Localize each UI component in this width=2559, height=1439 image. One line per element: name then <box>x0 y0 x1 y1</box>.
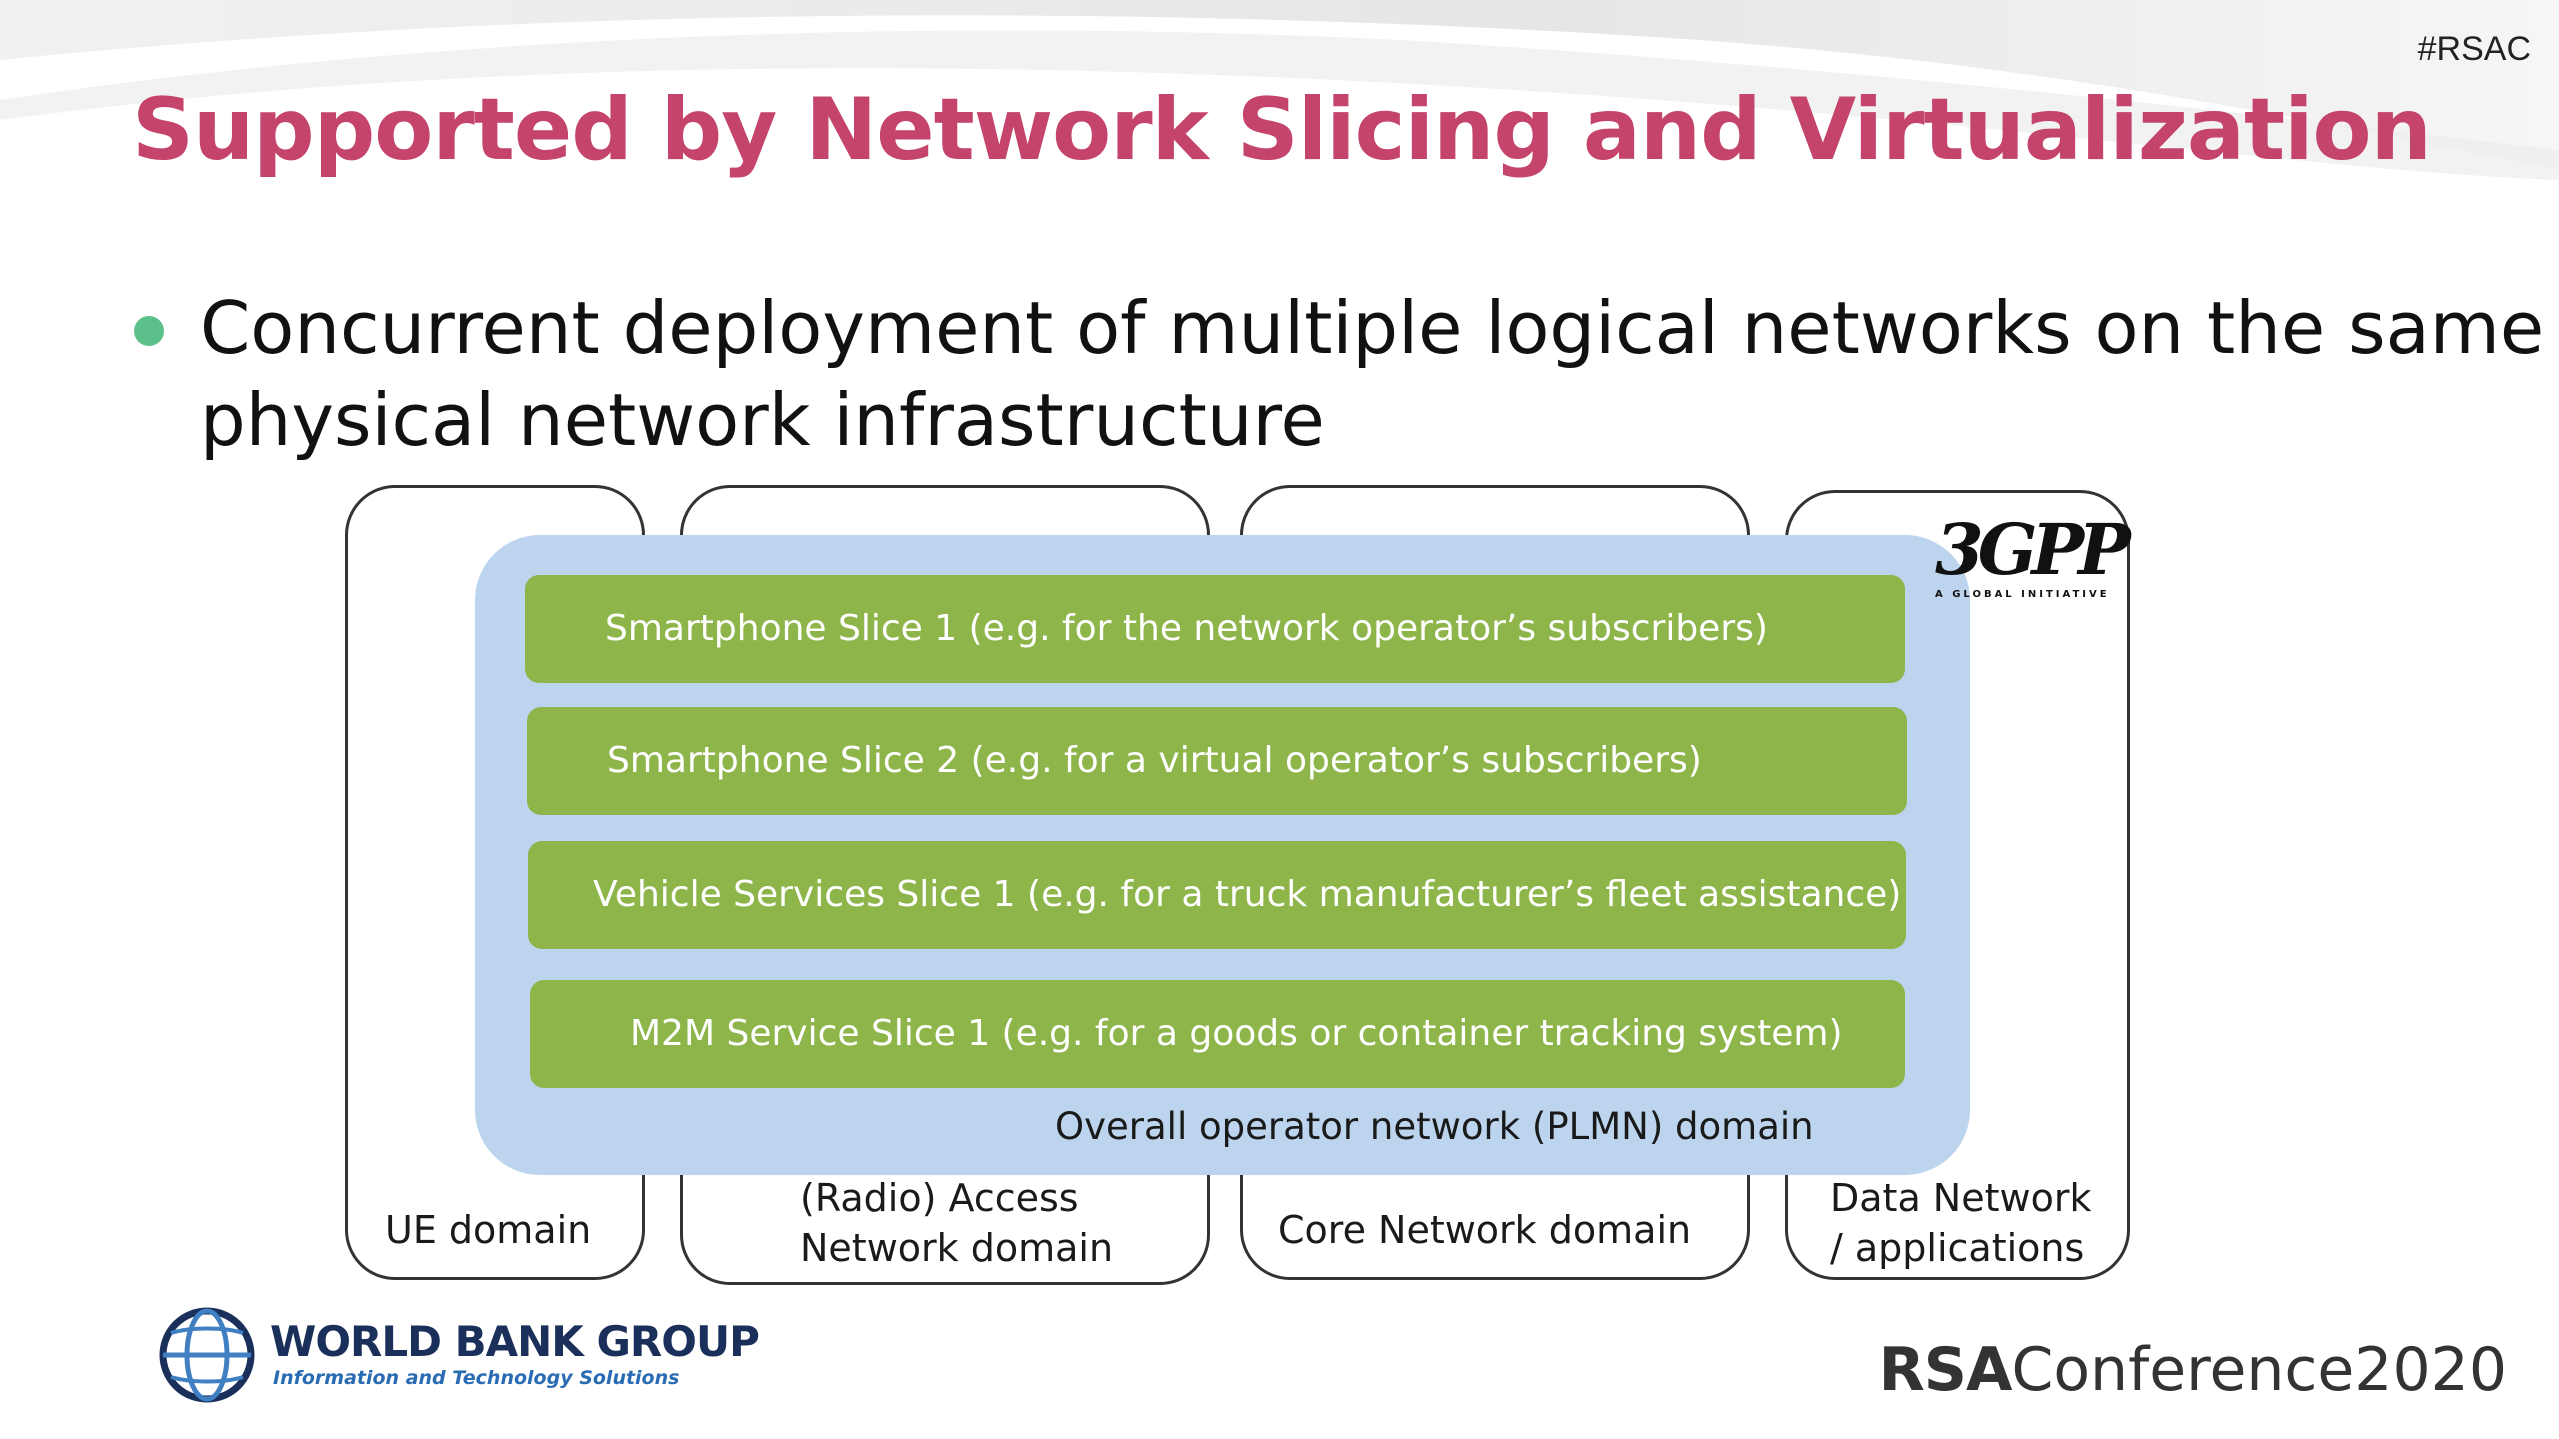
background-swoosh <box>0 0 2559 180</box>
3gpp-logo: 3GPP A GLOBAL INITIATIVE <box>1935 508 2131 601</box>
slice-smartphone-2: Smartphone Slice 2 (e.g. for a virtual o… <box>527 707 1907 815</box>
slice-label: Smartphone Slice 1 (e.g. for the network… <box>605 608 1768 649</box>
hashtag: #RSAC <box>2417 30 2531 68</box>
ue-domain-label: UE domain <box>385 1208 592 1252</box>
world-bank-subtitle: Information and Technology Solutions <box>273 1367 680 1389</box>
rsa-logo-bold: RSA <box>1878 1335 2013 1405</box>
access-domain-label: (Radio) Access Network domain <box>800 1176 1114 1270</box>
slice-label: Vehicle Services Slice 1 (e.g. for a tru… <box>593 874 1902 915</box>
3gpp-logo-tagline: A GLOBAL INITIATIVE <box>1935 589 2110 600</box>
slice-smartphone-1: Smartphone Slice 1 (e.g. for the network… <box>525 575 1905 683</box>
slice-m2m-service: M2M Service Slice 1 (e.g. for a goods or… <box>530 980 1905 1088</box>
data-network-label: Data Network / applications <box>1830 1176 2092 1270</box>
core-domain-label: Core Network domain <box>1278 1208 1692 1252</box>
world-bank-name: WORLD BANK GROUP <box>270 1317 760 1366</box>
world-bank-logo: WORLD BANK GROUP Information and Technol… <box>155 1305 760 1405</box>
bullet-dot-icon <box>134 316 164 346</box>
network-slicing-diagram: Smartphone Slice 1 (e.g. for the network… <box>340 485 2140 1285</box>
rsa-logo-thin: Conference2020 <box>2011 1335 2507 1405</box>
slide-title: Supported by Network Slicing and Virtual… <box>132 80 2432 180</box>
rsa-conference-logo: RSAConference2020 <box>1879 1335 2507 1405</box>
3gpp-logo-text: 3GPP <box>1935 508 2131 591</box>
globe-icon <box>159 1307 255 1403</box>
slice-label: M2M Service Slice 1 (e.g. for a goods or… <box>630 1013 1843 1054</box>
slice-vehicle-services: Vehicle Services Slice 1 (e.g. for a tru… <box>528 841 1906 949</box>
bullet-text: Concurrent deployment of multiple logica… <box>200 286 2545 462</box>
slice-label: Smartphone Slice 2 (e.g. for a virtual o… <box>607 740 1702 781</box>
plmn-label: Overall operator network (PLMN) domain <box>1055 1105 1814 1148</box>
